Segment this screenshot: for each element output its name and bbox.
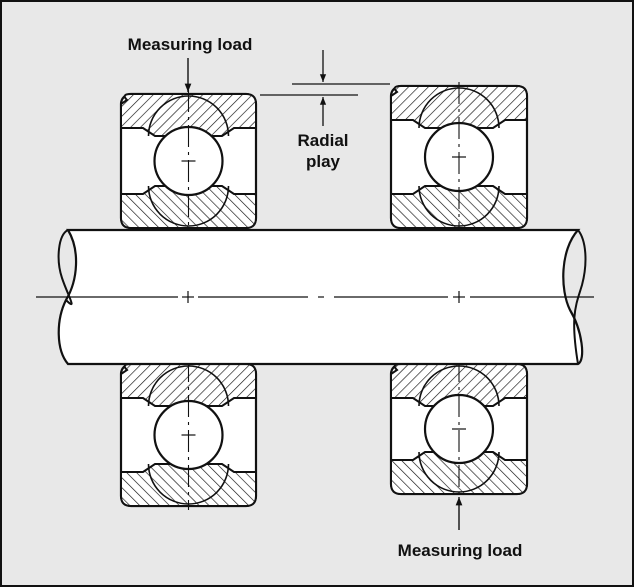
bearings-group	[119, 82, 529, 510]
measuring-load-top-label: Measuring load	[128, 35, 253, 54]
radial-play-label-line1: Radial	[297, 131, 348, 150]
shaft-centerline	[36, 291, 594, 303]
bearing-bottom-left	[119, 360, 258, 510]
inner-race-curve	[147, 185, 230, 227]
radial-play-label-line2: play	[306, 152, 341, 171]
bearing-bottom-right	[389, 360, 529, 498]
outer-ring-band	[390, 85, 528, 129]
radial-play-dimension	[260, 50, 390, 126]
measuring-load-bottom-label: Measuring load	[398, 541, 523, 560]
bearing-top-left	[119, 90, 258, 232]
bearing-top-right	[389, 82, 529, 232]
